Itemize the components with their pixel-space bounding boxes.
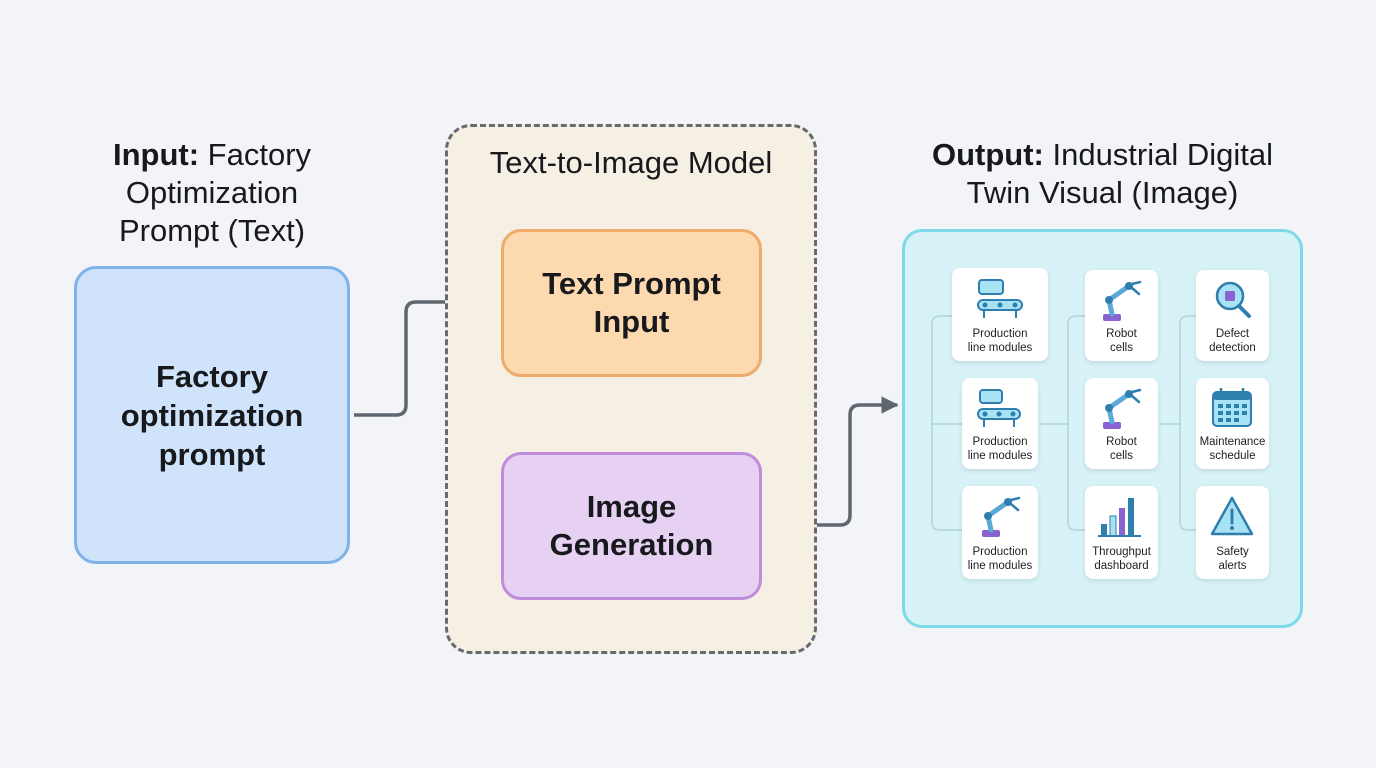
bar-chart-icon	[1098, 498, 1141, 537]
warning-icon	[1210, 496, 1254, 536]
text-prompt-input-box: Text Prompt Input	[501, 229, 762, 377]
robot-arm-icon	[982, 496, 1021, 537]
output-title: Output: Industrial Digital Twin Visual (…	[902, 136, 1303, 212]
input-title: Input: Factory Optimization Prompt (Text…	[74, 136, 350, 250]
output-title-bold: Output:	[931, 137, 1044, 172]
robot-arm-icon	[1103, 280, 1142, 321]
arrow-input-to-text-prompt	[354, 293, 498, 417]
image-generation-label: Image Generation	[549, 489, 714, 562]
arrow-generation-to-output	[765, 396, 899, 527]
input-title-rest: Factory Optimization Prompt (Text)	[118, 137, 312, 248]
robot-arm-icon	[1103, 388, 1142, 429]
output-title-rest: Industrial Digital Twin Visual (Image)	[966, 137, 1274, 210]
calendar-icon	[1212, 388, 1252, 427]
input-box: Factory optimization prompt	[74, 266, 350, 564]
model-title: Text-to-Image Model	[489, 145, 773, 180]
text-prompt-input-label: Text Prompt Input	[542, 266, 721, 339]
magnifier-icon	[1215, 281, 1251, 318]
conveyor-icon	[977, 389, 1021, 427]
input-box-text: Factory optimization prompt	[120, 358, 304, 472]
conveyor-icon	[977, 279, 1023, 318]
image-generation-box: Image Generation	[501, 452, 762, 600]
input-title-bold: Input:	[112, 137, 200, 172]
